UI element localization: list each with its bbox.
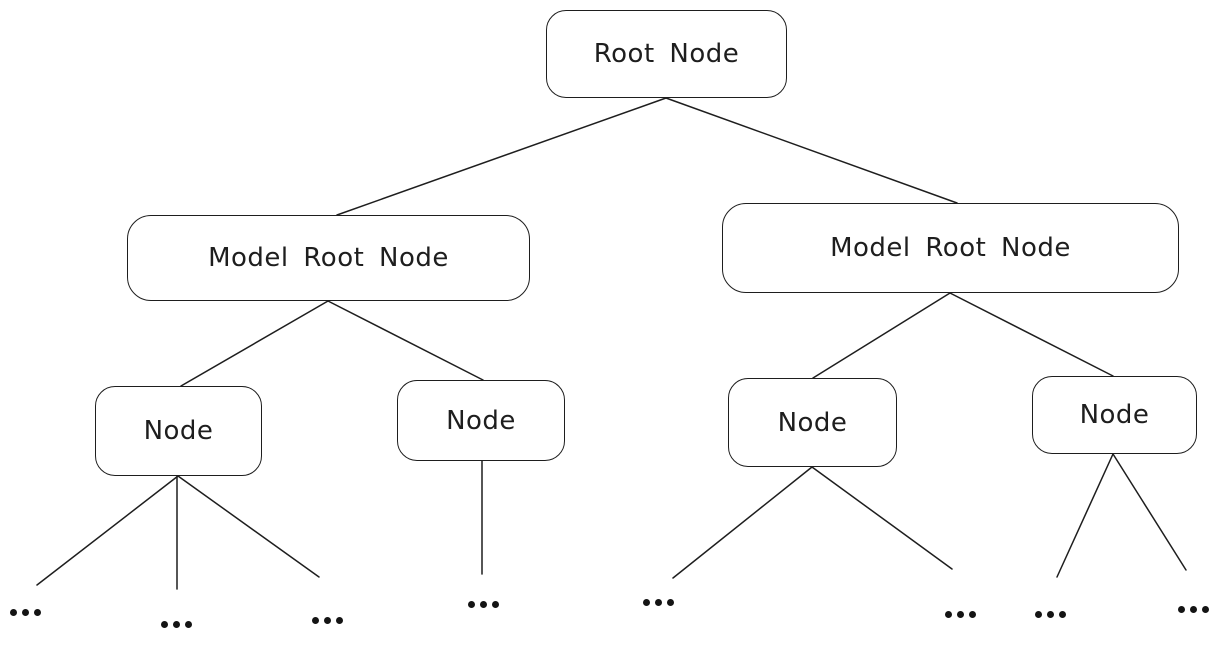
ellipsis-dot: [643, 598, 650, 606]
ellipsis-dot: [969, 610, 976, 618]
model-root-node-right-label: Model Root Node: [830, 233, 1071, 263]
edge-node-3-to-ellipsis-6: [811, 466, 953, 570]
node-3-label: Node: [777, 407, 848, 438]
model-root-node-left-box: Model Root Node: [127, 215, 530, 301]
ellipsis-dot: [161, 620, 168, 628]
edge-root-to-model-right: [665, 97, 958, 204]
edge-root-to-model-left: [336, 97, 667, 216]
ellipsis-dot: [655, 598, 662, 606]
node-4-label: Node: [1079, 400, 1150, 430]
edge-model-left-to-node-1: [180, 300, 329, 387]
ellipsis-dot: [324, 616, 331, 624]
edge-model-right-to-node-3: [812, 292, 951, 379]
edge-model-left-to-node-2: [327, 300, 484, 381]
node-1-box: Node: [95, 386, 262, 476]
node-1-label: Node: [143, 416, 214, 446]
ellipsis-dot: [10, 608, 17, 616]
ellipsis-dot: [1059, 610, 1066, 618]
collapsed-children-ellipsis-1: [10, 608, 41, 616]
model-root-node-left-label: Model Root Node: [208, 243, 449, 273]
ellipsis-dot: [312, 616, 319, 624]
model-root-node-right-box: Model Root Node: [722, 203, 1179, 293]
node-3-box: Node: [728, 378, 897, 467]
collapsed-children-ellipsis-7: [1035, 610, 1066, 618]
root-node-box: Root Node: [546, 10, 787, 98]
ellipsis-dot: [173, 620, 180, 628]
ellipsis-dot: [185, 620, 192, 628]
ellipsis-dot: [1178, 605, 1185, 613]
ellipsis-dot: [945, 610, 952, 618]
collapsed-children-ellipsis-2: [161, 620, 192, 628]
ellipsis-dot: [1035, 610, 1042, 618]
collapsed-children-ellipsis-4: [468, 600, 499, 608]
ellipsis-dot: [1047, 610, 1054, 618]
edge-model-right-to-node-4: [949, 292, 1114, 377]
collapsed-children-ellipsis-3: [312, 616, 343, 624]
edge-node-1-to-ellipsis-3: [177, 475, 320, 578]
ellipsis-dot: [957, 610, 964, 618]
node-2-box: Node: [397, 380, 565, 461]
collapsed-children-ellipsis-8: [1178, 605, 1209, 613]
edge-node-4-to-ellipsis-7: [1056, 453, 1114, 578]
node-2-label: Node: [446, 405, 516, 436]
root-node-label: Root Node: [593, 39, 740, 69]
ellipsis-dot: [492, 600, 499, 608]
edge-node-4-to-ellipsis-8: [1112, 453, 1187, 571]
collapsed-children-ellipsis-5: [643, 598, 674, 606]
ellipsis-dot: [34, 608, 41, 616]
ellipsis-dot: [1202, 605, 1209, 613]
collapsed-children-ellipsis-6: [945, 610, 976, 618]
ellipsis-dot: [480, 600, 487, 608]
edge-node-1-to-ellipsis-1: [36, 475, 179, 586]
ellipsis-dot: [1190, 605, 1197, 613]
node-4-box: Node: [1032, 376, 1197, 454]
ellipsis-dot: [667, 598, 674, 606]
ellipsis-dot: [336, 616, 343, 624]
edge-node-3-to-ellipsis-5: [672, 466, 813, 579]
ellipsis-dot: [22, 608, 29, 616]
ellipsis-dot: [468, 600, 475, 608]
